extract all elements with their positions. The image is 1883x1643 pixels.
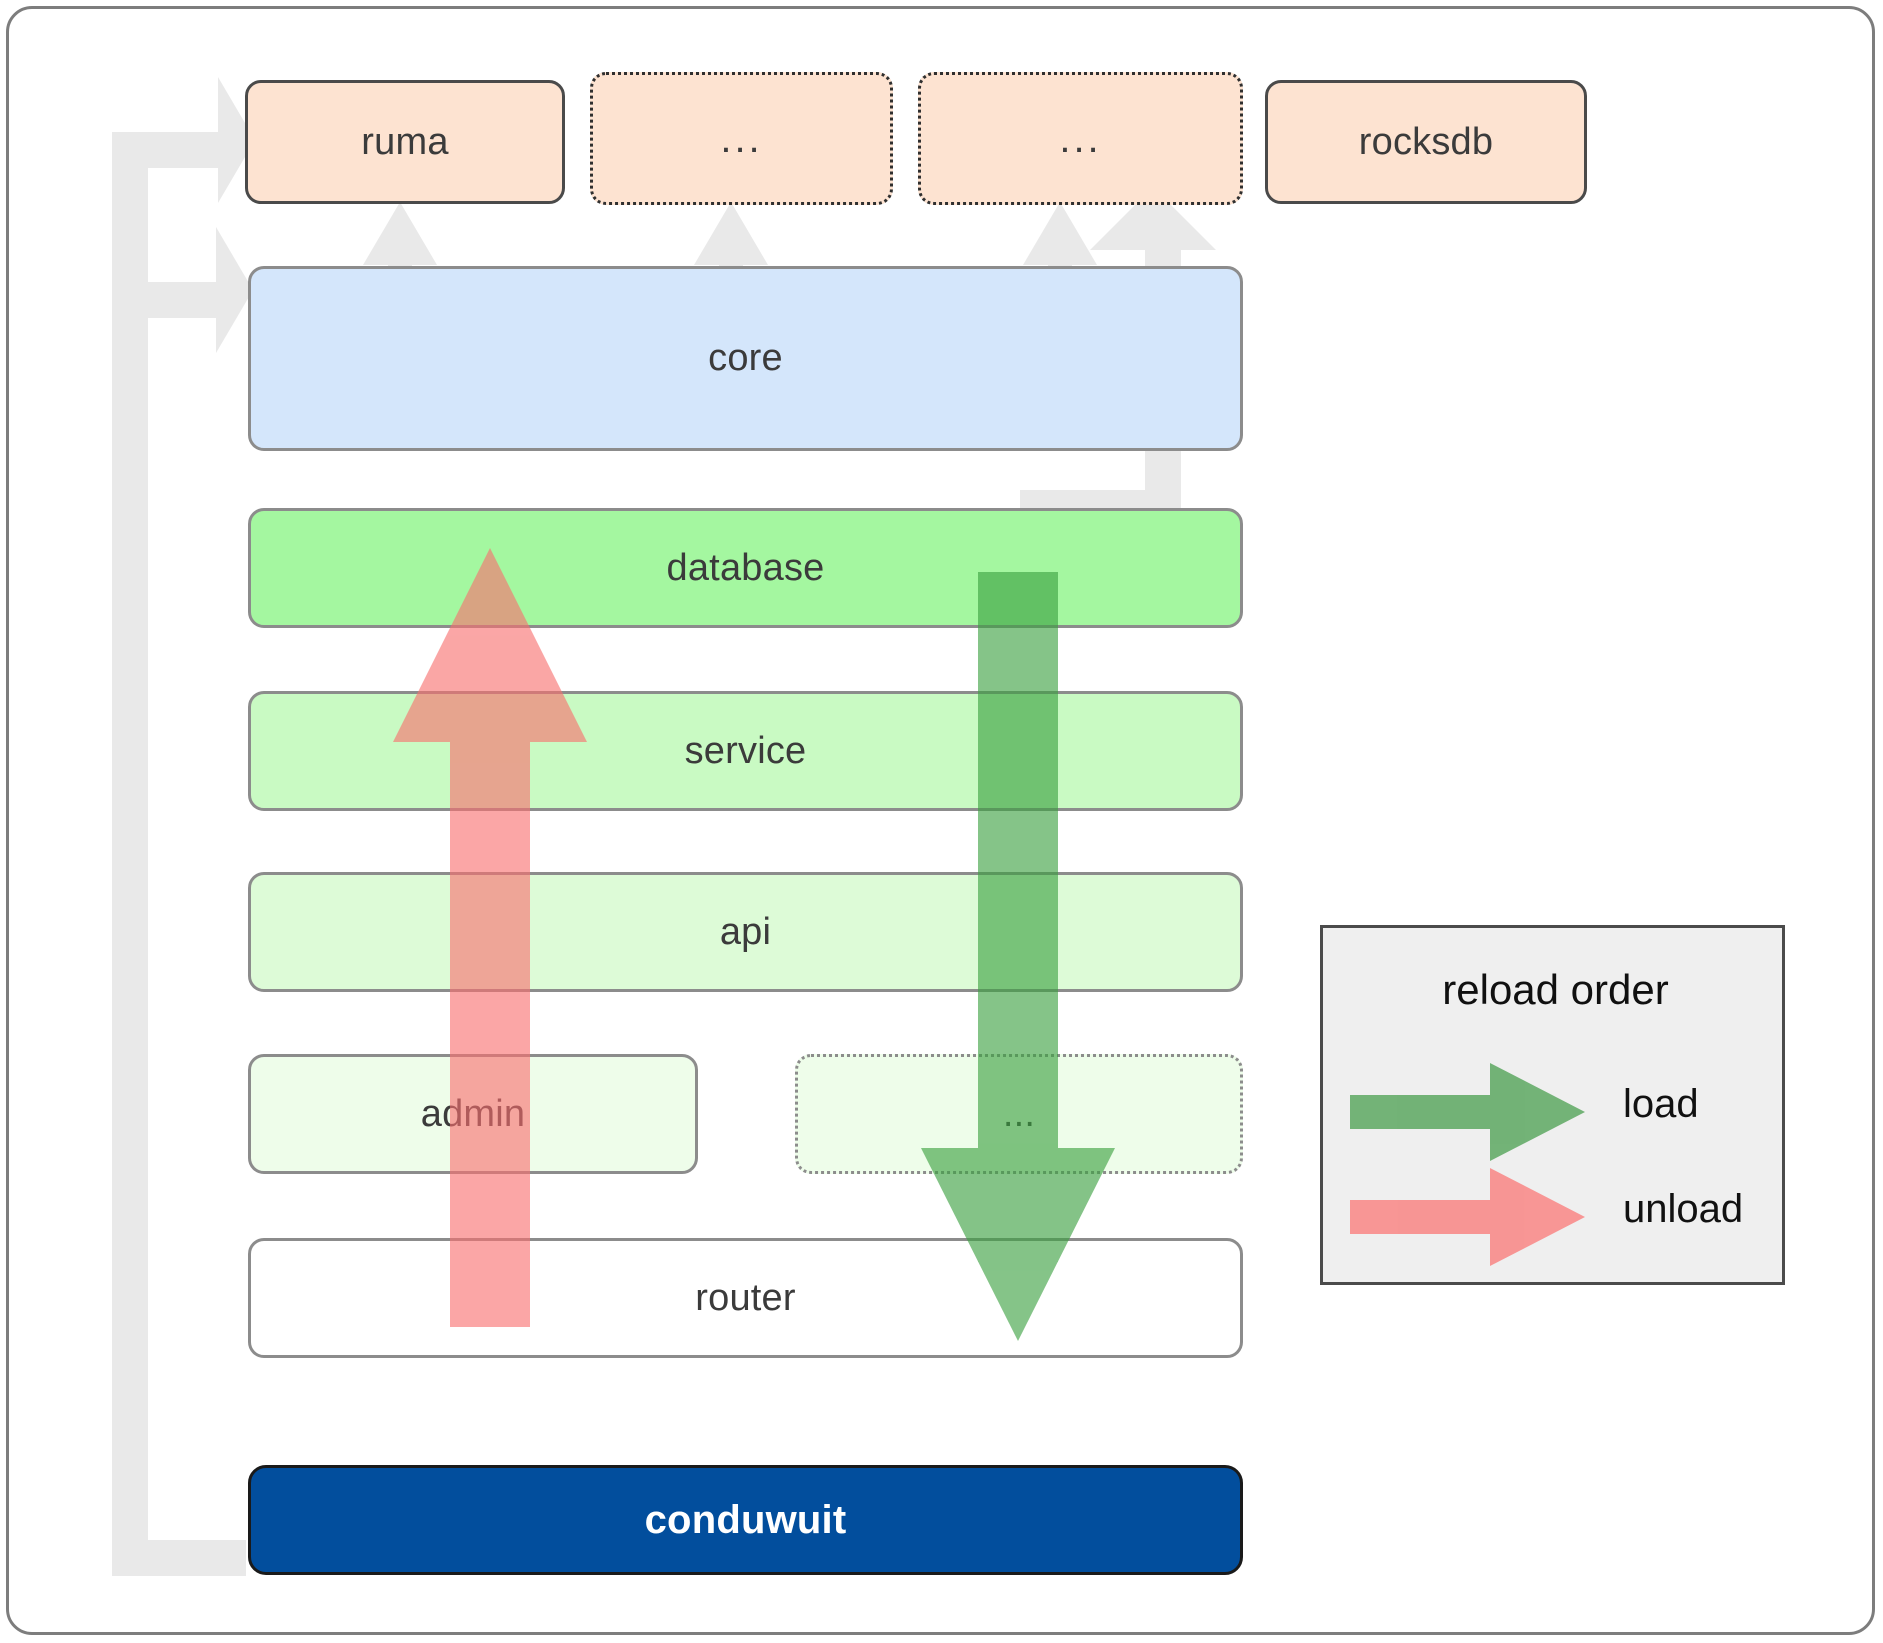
layer-label-service: service bbox=[684, 729, 807, 772]
load-legend-icon bbox=[1350, 1063, 1585, 1161]
legend-label-load: load bbox=[1623, 1082, 1699, 1126]
dependency-label-rocksdb: rocksdb bbox=[1358, 120, 1494, 163]
layer-box-api[interactable]: api bbox=[248, 872, 1243, 992]
layer-label-core: core bbox=[708, 337, 783, 379]
layer-box-router[interactable]: router bbox=[248, 1238, 1243, 1358]
layer-label-admin: admin bbox=[420, 1092, 526, 1135]
layer-label-router: router bbox=[695, 1276, 796, 1319]
dependency-box-2[interactable]: ... bbox=[590, 72, 893, 205]
legend-panel: reload order load unload bbox=[1320, 925, 1785, 1285]
dependency-label-3: ... bbox=[1059, 116, 1102, 161]
layer-box-etc[interactable]: ... bbox=[795, 1054, 1243, 1174]
dependency-box-rocksdb[interactable]: rocksdb bbox=[1265, 80, 1587, 204]
dependency-label-ruma: ruma bbox=[361, 120, 449, 163]
legend-row-load: load bbox=[1323, 1063, 1788, 1161]
legend-label-unload: unload bbox=[1623, 1187, 1744, 1231]
layer-box-core[interactable]: core bbox=[248, 266, 1243, 451]
layer-box-database[interactable]: database bbox=[248, 508, 1243, 628]
layer-label-database: database bbox=[666, 546, 825, 589]
unload-legend-icon bbox=[1350, 1168, 1585, 1266]
dependency-box-3[interactable]: ... bbox=[918, 72, 1243, 205]
layer-label-etc: ... bbox=[1002, 1092, 1036, 1135]
layer-box-admin[interactable]: admin bbox=[248, 1054, 698, 1174]
binary-label-conduwuit: conduwuit bbox=[644, 1497, 847, 1542]
layer-label-api: api bbox=[719, 910, 772, 953]
legend-title: reload order bbox=[1442, 966, 1669, 1013]
legend-row-unload: unload bbox=[1323, 1168, 1788, 1266]
diagram-frame bbox=[6, 6, 1875, 1635]
binary-box-conduwuit[interactable]: conduwuit bbox=[248, 1465, 1243, 1575]
dependency-label-2: ... bbox=[720, 116, 763, 161]
dependency-box-ruma[interactable]: ruma bbox=[245, 80, 565, 204]
layer-box-service[interactable]: service bbox=[248, 691, 1243, 811]
